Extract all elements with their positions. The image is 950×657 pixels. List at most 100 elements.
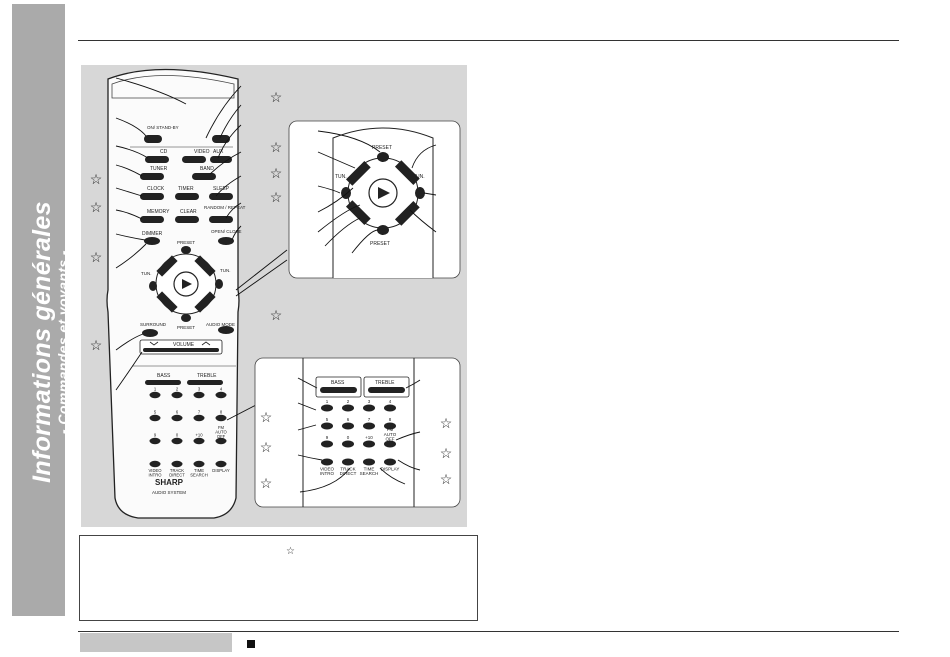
clear-button[interactable] bbox=[175, 216, 199, 223]
treble-rocker[interactable] bbox=[187, 380, 223, 385]
memory-button[interactable] bbox=[140, 216, 164, 223]
dimmer-button[interactable] bbox=[144, 237, 160, 245]
remote-key-label-4: 4 bbox=[220, 386, 223, 391]
remote-display-button[interactable] bbox=[215, 460, 227, 468]
detail-key-8[interactable] bbox=[384, 422, 396, 430]
stop-button[interactable] bbox=[156, 291, 178, 313]
remote-key-plus10-button[interactable] bbox=[193, 437, 205, 445]
detail-key-5[interactable] bbox=[321, 422, 333, 430]
remote-key-plus10-label: +10 bbox=[195, 432, 203, 437]
remote-key-7[interactable] bbox=[193, 414, 205, 422]
detail-key-label-3: 3 bbox=[368, 399, 371, 404]
remote-video-intro-button[interactable] bbox=[149, 460, 161, 468]
detail-key-label-7: 7 bbox=[368, 417, 371, 422]
bass-detail-rocker[interactable] bbox=[320, 387, 357, 393]
detail-key-plus10-label: +10 bbox=[365, 435, 373, 440]
timer-label: TIMER bbox=[178, 186, 194, 192]
star-marker-icon: ☆ bbox=[440, 471, 453, 487]
remote-key-1[interactable] bbox=[149, 391, 161, 399]
star-marker-icon: ☆ bbox=[440, 445, 453, 461]
dpad-detail-forward-button[interactable] bbox=[394, 160, 420, 186]
remote-key-5[interactable] bbox=[149, 414, 161, 422]
dpad-detail-pause-button[interactable] bbox=[394, 200, 420, 226]
preset-down-label: PRESET bbox=[177, 325, 195, 330]
remote-key-9-button[interactable] bbox=[149, 437, 161, 445]
tuning-minus-button[interactable] bbox=[149, 281, 157, 291]
sleep-button[interactable] bbox=[209, 193, 233, 200]
dpad-detail-stop-button[interactable] bbox=[345, 200, 371, 226]
remote-key-label-8: 8 bbox=[220, 409, 223, 414]
remote-key-0-button[interactable] bbox=[171, 437, 183, 445]
remote-time-search-button[interactable] bbox=[193, 460, 205, 468]
surround-button[interactable] bbox=[142, 329, 158, 337]
treble-detail-rocker[interactable] bbox=[368, 387, 405, 393]
detail-video-intro-button[interactable] bbox=[321, 458, 333, 466]
dpad-detail-preset-down-button[interactable] bbox=[377, 225, 389, 235]
remote-display-label: DISPLAY bbox=[212, 468, 230, 473]
fast-forward-button[interactable] bbox=[194, 255, 216, 277]
detail-key-3[interactable] bbox=[363, 404, 375, 412]
star-marker-icon: ☆ bbox=[90, 199, 103, 215]
detail-key-1[interactable] bbox=[321, 404, 333, 412]
detail-key-plus10-button[interactable] bbox=[363, 440, 375, 448]
remote-key-4[interactable] bbox=[215, 391, 227, 399]
aux-label: AUX bbox=[213, 149, 224, 155]
detail-key-4[interactable] bbox=[384, 404, 396, 412]
band-label: BAND bbox=[200, 166, 214, 172]
on-standby-button[interactable] bbox=[144, 135, 162, 143]
aux-button[interactable] bbox=[210, 156, 232, 163]
detail-time-search-button[interactable] bbox=[363, 458, 375, 466]
cd-button[interactable] bbox=[145, 156, 169, 163]
footer-bullet-icon bbox=[247, 640, 255, 648]
remote-key-6[interactable] bbox=[171, 414, 183, 422]
remote-track-direct-button[interactable] bbox=[171, 460, 183, 468]
detail-key-6[interactable] bbox=[342, 422, 354, 430]
remote-key-8[interactable] bbox=[215, 414, 227, 422]
tuning-plus-label: TUN. bbox=[220, 268, 231, 273]
clock-button[interactable] bbox=[140, 193, 164, 200]
open-close-label: OPEN/ CLOSE bbox=[211, 229, 242, 234]
remote-key-2[interactable] bbox=[171, 391, 183, 399]
detail-key-9-button[interactable] bbox=[321, 440, 333, 448]
volume-rocker[interactable] bbox=[143, 348, 219, 352]
remote-key-3[interactable] bbox=[193, 391, 205, 399]
remote-fm-auto-off-button[interactable] bbox=[215, 437, 227, 445]
timer-button[interactable] bbox=[175, 193, 199, 200]
star-marker-icon: ☆ bbox=[90, 171, 103, 187]
dimmer-label: DIMMER bbox=[142, 231, 163, 237]
detail-fm-auto-off-button[interactable] bbox=[384, 440, 396, 448]
preset-down-button[interactable] bbox=[181, 314, 191, 322]
detail-track-direct-button[interactable] bbox=[342, 458, 354, 466]
detail-key-label-4: 4 bbox=[389, 399, 392, 404]
detail-key-7[interactable] bbox=[363, 422, 375, 430]
open-close-button[interactable] bbox=[218, 237, 234, 245]
bass-detail-label: BASS bbox=[331, 380, 345, 386]
tuning-plus-button[interactable] bbox=[215, 279, 223, 289]
star-marker-icon: ☆ bbox=[260, 409, 273, 425]
detail-key-2[interactable] bbox=[342, 404, 354, 412]
random-repeat-button[interactable] bbox=[209, 216, 233, 223]
pause-button[interactable] bbox=[194, 291, 216, 313]
detail-key-9-label: 9 bbox=[326, 435, 329, 440]
detail-display-button[interactable] bbox=[384, 458, 396, 466]
band-button[interactable] bbox=[192, 173, 216, 180]
function-top-button[interactable] bbox=[212, 135, 230, 143]
bass-rocker[interactable] bbox=[145, 380, 181, 385]
audio-mode-button[interactable] bbox=[218, 326, 234, 334]
preset-up-button[interactable] bbox=[181, 246, 191, 254]
dpad-detail-tuning-plus-button[interactable] bbox=[415, 187, 425, 199]
tuner-button[interactable] bbox=[140, 173, 164, 180]
dpad-detail-preset-up-button[interactable] bbox=[377, 152, 389, 162]
rewind-button[interactable] bbox=[156, 255, 178, 277]
detail-key-0-button[interactable] bbox=[342, 440, 354, 448]
random-repeat-label: RANDOM / REPEAT bbox=[204, 205, 246, 210]
video-button[interactable] bbox=[182, 156, 206, 163]
audio-system-text: AUDIO SYSTEM bbox=[152, 490, 186, 495]
dpad-detail-rewind-button[interactable] bbox=[345, 160, 371, 186]
clear-label: CLEAR bbox=[180, 209, 197, 215]
dpad-detail-preset-down-label: PRESET bbox=[370, 241, 390, 247]
remote-key-label-1: 1 bbox=[154, 386, 157, 391]
